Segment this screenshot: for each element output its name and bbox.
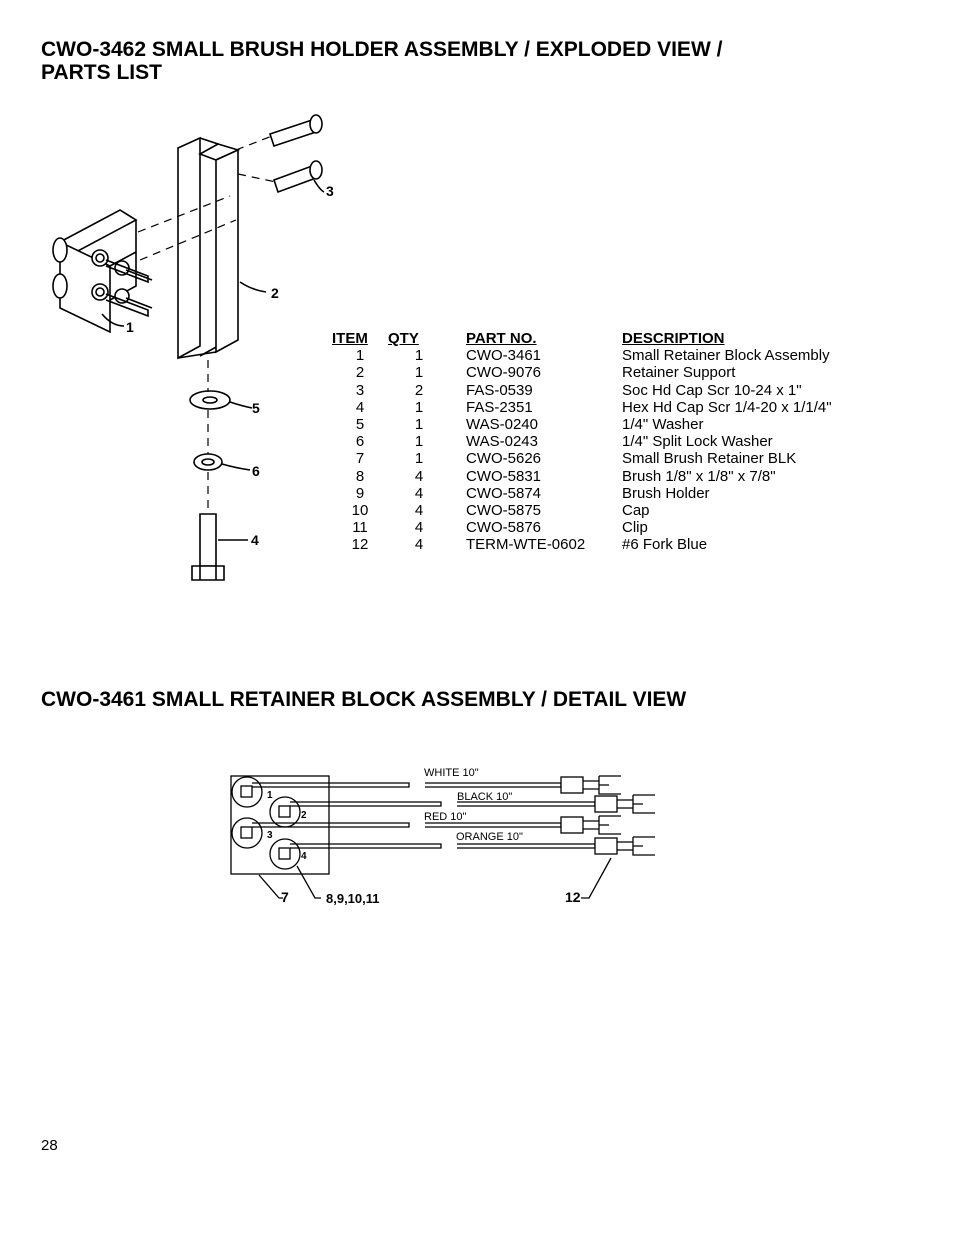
- holder-number-2: 2: [301, 810, 307, 821]
- cell-item: 6: [355, 433, 365, 451]
- table-header-row: ITEM QTY PART NO. DESCRIPTION: [332, 330, 852, 347]
- cell-qty: 1: [414, 433, 424, 451]
- cell-item: 11: [352, 519, 368, 537]
- cell-qty: 4: [414, 467, 424, 485]
- cell-description: Hex Hd Cap Scr 1/4-20 x 1/1/4": [622, 398, 832, 416]
- cell-part-no: CWO-5876: [466, 519, 542, 537]
- holder-number-1: 1: [267, 790, 273, 801]
- cell-part-no: CWO-5831: [466, 467, 542, 485]
- cell-description: Retainer Support: [622, 364, 736, 382]
- table-row: 6 1 WAS-0243 1/4" Split Lock Washer: [332, 433, 852, 450]
- callout-2: 2: [271, 285, 279, 301]
- cell-part-no: WAS-0240: [466, 416, 538, 434]
- table-row: 12 4 TERM-WTE-0602 #6 Fork Blue: [332, 536, 852, 553]
- cell-item: 4: [355, 398, 365, 416]
- callout-7: 7: [281, 889, 289, 905]
- wire-label-red: RED 10": [424, 811, 467, 823]
- cell-item: 12: [351, 536, 369, 554]
- cell-part-no: TERM-WTE-0602: [466, 536, 586, 554]
- callout-1: 1: [126, 319, 134, 335]
- table-row: 3 2 FAS-0539 Soc Hd Cap Scr 10-24 x 1": [332, 382, 852, 399]
- callout-6: 6: [252, 463, 260, 479]
- cell-description: Clip: [622, 519, 648, 537]
- cell-item: 7: [355, 450, 365, 468]
- cell-item: 5: [355, 416, 365, 434]
- cell-description: 1/4" Washer: [622, 416, 704, 434]
- header-description: DESCRIPTION: [622, 330, 725, 347]
- retainer-support-drawing: [177, 136, 241, 360]
- title-line-2: PARTS LIST: [41, 61, 162, 84]
- cell-qty: 2: [414, 381, 424, 399]
- title-line-1: CWO-3462 SMALL BRUSH HOLDER ASSEMBLY / E…: [41, 38, 723, 61]
- cell-part-no: CWO-3461: [466, 347, 542, 365]
- page-number: 28: [41, 1137, 58, 1154]
- header-item: ITEM: [332, 330, 368, 347]
- wire-label-black: BLACK 10": [457, 791, 512, 803]
- wire-label-white: WHITE 10": [424, 767, 479, 779]
- table-row: 5 1 WAS-0240 1/4" Washer: [332, 416, 852, 433]
- table-row: 2 1 CWO-9076 Retainer Support: [332, 364, 852, 381]
- table-row: 4 1 FAS-2351 Hex Hd Cap Scr 1/4-20 x 1/1/4": [332, 399, 852, 416]
- cell-description: Cap: [622, 502, 650, 520]
- cap-screws-drawing: [268, 114, 323, 194]
- cell-item: 10: [351, 502, 369, 520]
- cell-description: Brush 1/8" x 1/8" x 7/8": [622, 467, 776, 485]
- detail-title: CWO-3461 SMALL RETAINER BLOCK ASSEMBLY /…: [41, 688, 687, 711]
- cell-part-no: FAS-2351: [466, 398, 533, 416]
- callout-4: 4: [251, 532, 259, 548]
- table-row: 8 4 CWO-5831 Brush 1/8" x 1/8" x 7/8": [332, 468, 852, 485]
- header-part-no: PART NO.: [466, 330, 537, 347]
- cell-qty: 1: [414, 347, 424, 365]
- holder-number-3: 3: [267, 830, 273, 841]
- header-qty: QTY: [388, 330, 419, 347]
- callout-5: 5: [252, 400, 260, 416]
- cell-qty: 1: [414, 398, 424, 416]
- exploded-view-diagram: 3 2 1 5 6 4: [52, 114, 334, 581]
- page-title: CWO-3462 SMALL BRUSH HOLDER ASSEMBLY / E…: [41, 38, 841, 84]
- cell-qty: 4: [414, 484, 424, 502]
- cell-description: Soc Hd Cap Scr 10-24 x 1": [622, 381, 802, 399]
- retainer-block-drawing: [52, 209, 153, 334]
- cell-qty: 1: [414, 450, 424, 468]
- cell-part-no: WAS-0243: [466, 433, 538, 451]
- cell-qty: 4: [414, 502, 424, 520]
- table-row: 7 1 CWO-5626 Small Brush Retainer BLK: [332, 450, 852, 467]
- cell-item: 9: [355, 484, 365, 502]
- cell-item: 1: [355, 347, 365, 365]
- cell-part-no: CWO-5874: [466, 484, 542, 502]
- table-row: 11 4 CWO-5876 Clip: [332, 519, 852, 536]
- detail-view-diagram: WHITE 10" BLACK 10" RED 10" ORANGE 10" 1…: [230, 767, 655, 906]
- cell-qty: 4: [414, 519, 424, 537]
- cell-item: 3: [355, 381, 365, 399]
- table-row: 9 4 CWO-5874 Brush Holder: [332, 485, 852, 502]
- cell-qty: 1: [414, 416, 424, 434]
- table-row: 10 4 CWO-5875 Cap: [332, 502, 852, 519]
- table-row: 1 1 CWO-3461 Small Retainer Block Assembly: [332, 347, 852, 364]
- cell-item: 2: [355, 364, 365, 382]
- cell-description: Small Brush Retainer BLK: [622, 450, 797, 468]
- cell-part-no: CWO-9076: [466, 364, 542, 382]
- cell-description: 1/4" Split Lock Washer: [622, 433, 773, 451]
- cell-item: 8: [355, 467, 365, 485]
- cell-description: Small Retainer Block Assembly: [622, 347, 830, 365]
- cell-part-no: FAS-0539: [466, 381, 533, 399]
- cell-part-no: CWO-5875: [466, 502, 542, 520]
- cell-qty: 1: [414, 364, 424, 382]
- cell-description: Brush Holder: [622, 484, 710, 502]
- wire-label-orange: ORANGE 10": [456, 831, 523, 843]
- holder-number-4: 4: [301, 851, 307, 862]
- cell-description: #6 Fork Blue: [622, 536, 708, 554]
- callout-8-11: 8,9,10,11: [326, 891, 380, 906]
- callout-12: 12: [565, 889, 581, 905]
- callout-3: 3: [326, 183, 334, 199]
- cell-qty: 4: [414, 536, 424, 554]
- cell-part-no: CWO-5626: [466, 450, 542, 468]
